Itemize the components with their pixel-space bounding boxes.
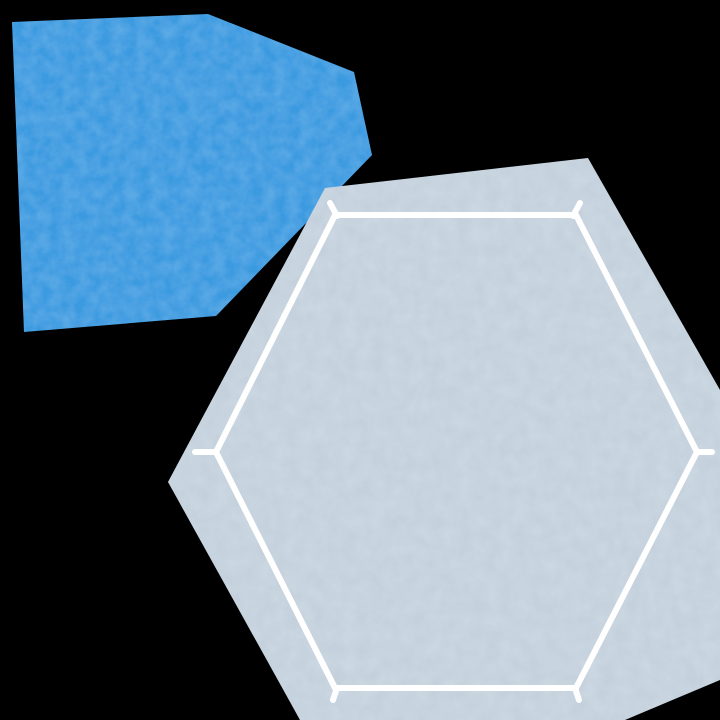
blue-hex-tile[interactable] (12, 14, 372, 332)
grey-hex-tile[interactable] (168, 158, 720, 720)
selection-outline (192, 200, 715, 703)
